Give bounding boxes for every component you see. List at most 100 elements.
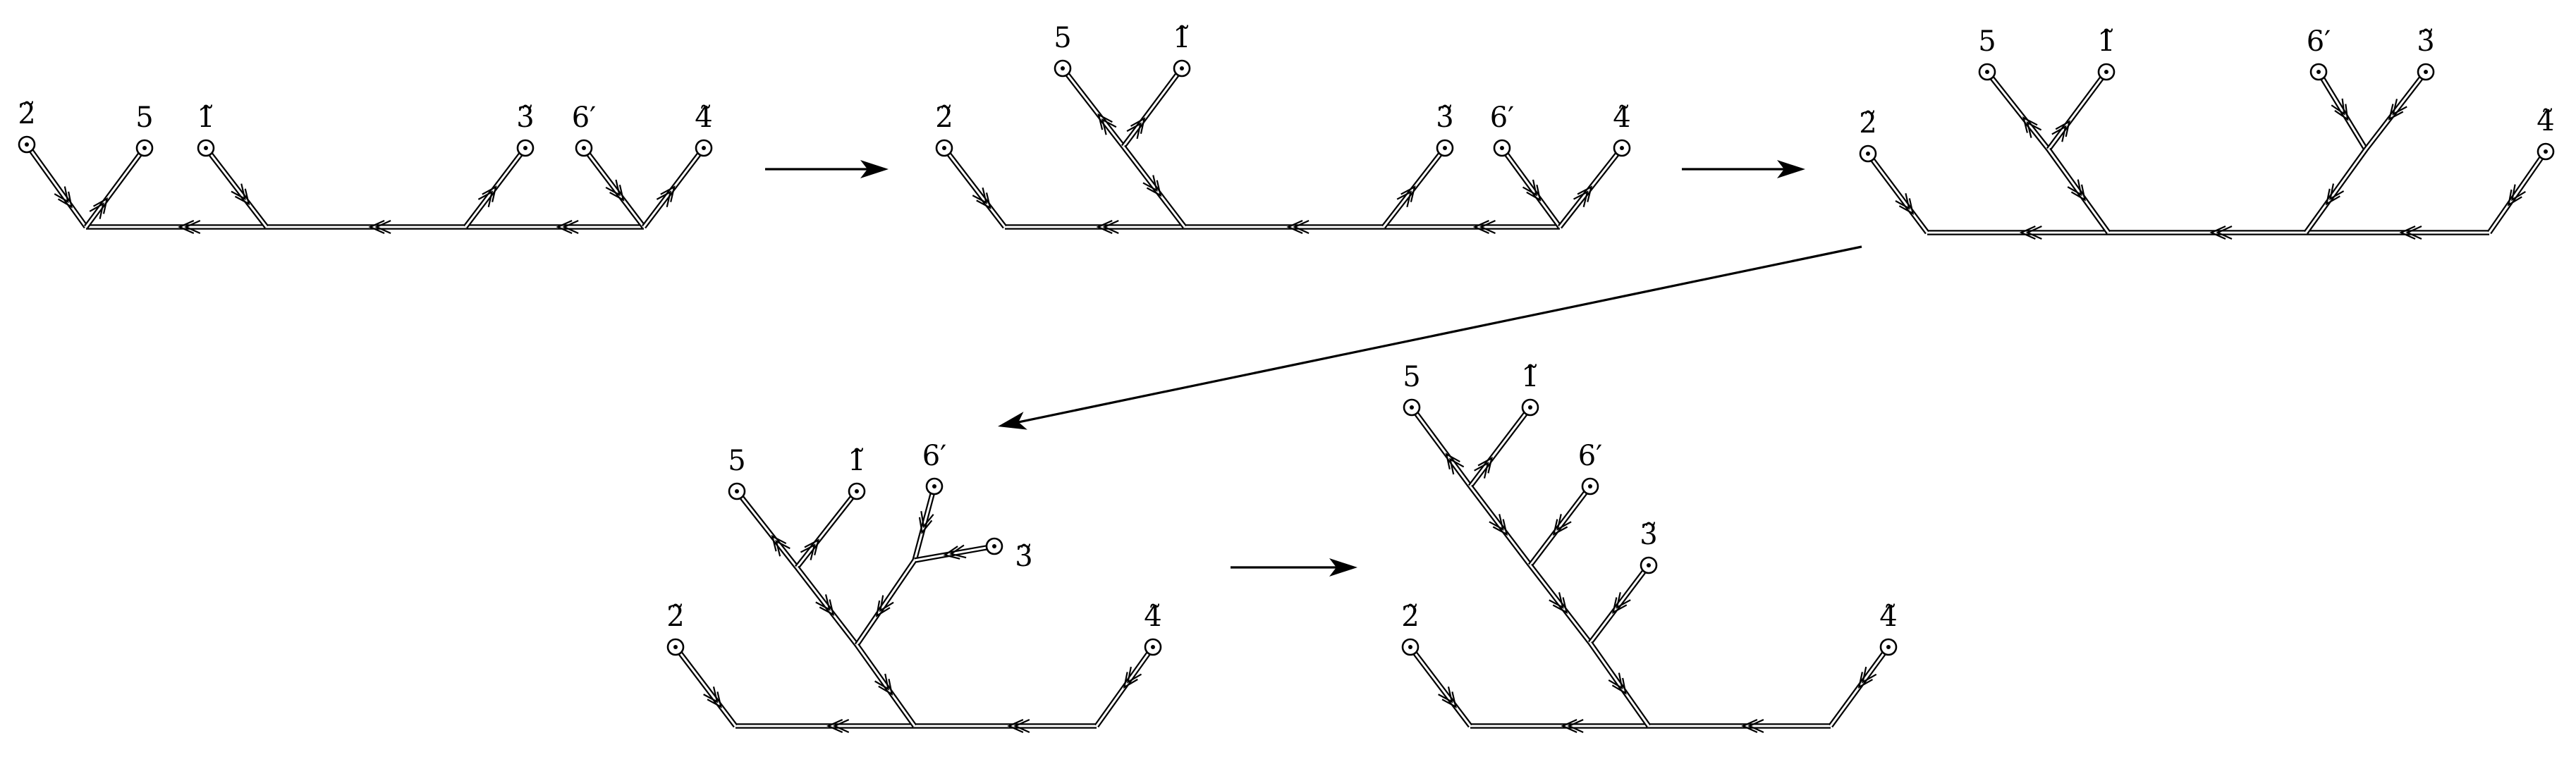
leaf-label-l6: 6′	[1578, 440, 1603, 472]
edge-arrowheads	[972, 113, 1593, 235]
leaf-label-l2: 2̃	[935, 101, 953, 134]
leaf-node-l3	[2417, 63, 2435, 81]
leaf-label-l3: 3̃	[516, 101, 534, 134]
edge-arrowheads	[1438, 453, 1877, 734]
tree-edge	[2046, 147, 2111, 235]
leaf-node-l6	[575, 139, 593, 157]
tree-edge	[1408, 645, 1472, 728]
leaf-node-l3	[1640, 556, 1658, 574]
tree-edge	[1468, 484, 1532, 567]
leaf-label-l2: 2̃	[18, 98, 35, 130]
leaf-label-l4: 4̃	[1613, 101, 1630, 134]
transition-arrow-1	[765, 160, 889, 178]
leaf-node-l2	[18, 135, 36, 154]
leaf-label-l1: 1̃	[2097, 25, 2115, 58]
edge-arrowheads	[1895, 98, 2526, 240]
leaf-label-l1: 1̃	[1521, 361, 1539, 393]
leaf-node-l1	[197, 139, 215, 157]
leaf-nodes: 2̃ 5 1̃ 6′ 3̃ 4̃	[1859, 25, 2555, 163]
leaf-label-l4: 4̃	[2537, 105, 2554, 137]
leaf-node-l6	[1581, 477, 1599, 496]
leaf-node-l2	[1859, 144, 1877, 163]
leaf-node-l6	[1493, 139, 1511, 157]
leaf-node-l4	[1613, 139, 1631, 157]
leaf-node-l3	[985, 537, 1003, 555]
leaf-label-l3: 3̃	[1436, 101, 1453, 134]
leaf-label-l5: 5	[1978, 25, 1996, 58]
leaf-label-l5: 5	[1403, 361, 1420, 393]
leaf-label-l2: 2̃	[1859, 107, 1876, 140]
tree-edge	[914, 543, 995, 563]
tree-panel-5: 2̃ 5 1̃ 6′ 3̃ 4̃	[1401, 361, 1898, 734]
leaf-node-l5	[728, 482, 746, 500]
leaf-node-l4	[695, 139, 713, 157]
tree-edge	[854, 643, 917, 728]
leaf-label-l1: 1̃	[1173, 22, 1190, 54]
tree-edge	[1061, 66, 1125, 149]
tree-edge	[204, 146, 269, 229]
tree-edge	[735, 489, 799, 570]
tree-edges	[1866, 70, 2548, 235]
tree-edge	[582, 146, 646, 229]
leaf-label-l2: 2̃	[666, 601, 684, 633]
tree-edges	[942, 66, 1624, 230]
tree-edge	[2316, 70, 2369, 151]
leaf-node-l2	[1401, 638, 1420, 656]
leaf-node-l2	[666, 638, 685, 656]
leaf-node-l4	[1144, 638, 1162, 656]
leaf-node-l5	[1403, 398, 1421, 417]
tree-edge	[1587, 641, 1652, 728]
leaf-label-l2: 2̃	[1401, 601, 1419, 633]
tree-edge	[2303, 147, 2369, 235]
leaf-label-l6: 6′	[1490, 101, 1515, 134]
leaf-node-l3	[516, 139, 535, 157]
leaf-node-l5	[135, 139, 154, 157]
leaf-nodes: 2̃ 5 1̃ 3̃ 6′ 4̃	[935, 22, 1631, 157]
tree-edge	[2486, 149, 2548, 235]
tree-edge	[1409, 405, 1473, 488]
transition-arrow-3	[998, 245, 1862, 430]
leaf-node-l2	[935, 139, 953, 157]
tree-edge	[1121, 66, 1185, 149]
leaf-label-l1: 1̃	[197, 101, 214, 134]
leaf-node-l1	[1521, 398, 1539, 417]
leaf-label-l4: 4̃	[1879, 601, 1897, 633]
tree-edge	[1499, 146, 1563, 229]
tree-panel-2: 2̃ 5 1̃ 3̃ 6′ 4̃	[935, 22, 1631, 235]
tree-edge	[2364, 70, 2428, 152]
tree-edge	[1528, 484, 1592, 567]
leaf-node-l6	[2309, 63, 2328, 81]
tree-edge	[1588, 563, 1651, 645]
leaf-label-l6: 6′	[922, 440, 947, 472]
tree-edge	[912, 486, 937, 561]
tree-edge	[1528, 563, 1592, 645]
tree-edge	[24, 142, 89, 229]
leaf-label-l5: 5	[1054, 22, 1071, 54]
leaf-label-l4: 4̃	[1144, 601, 1161, 633]
leaf-node-l4	[1879, 638, 1898, 656]
leaf-label-l4: 4̃	[695, 101, 712, 134]
tree-edge	[83, 146, 147, 229]
leaf-label-l3: 3̃	[1015, 541, 1032, 573]
leaf-label-l3: 3̃	[1640, 519, 1657, 551]
leaf-node-l3	[1436, 139, 1454, 157]
tree-edges	[24, 142, 706, 230]
leaf-label-l6: 6′	[2307, 25, 2331, 58]
tree-edges	[1408, 405, 1891, 729]
tree-edge	[673, 645, 738, 728]
leaf-label-l5: 5	[135, 101, 153, 134]
leaf-node-l1	[1173, 59, 1191, 78]
edge-arrowheads	[54, 179, 676, 235]
leaf-label-l3: 3̃	[2417, 25, 2434, 58]
tree-panel-3: 2̃ 5 1̃ 6′ 3̃ 4̃	[1859, 25, 2555, 240]
tree-edges	[673, 486, 1156, 729]
leaf-node-l1	[2097, 63, 2116, 81]
tree-edge	[2046, 70, 2109, 152]
leaf-label-l5: 5	[728, 445, 745, 477]
leaf-node-l4	[2537, 142, 2555, 161]
